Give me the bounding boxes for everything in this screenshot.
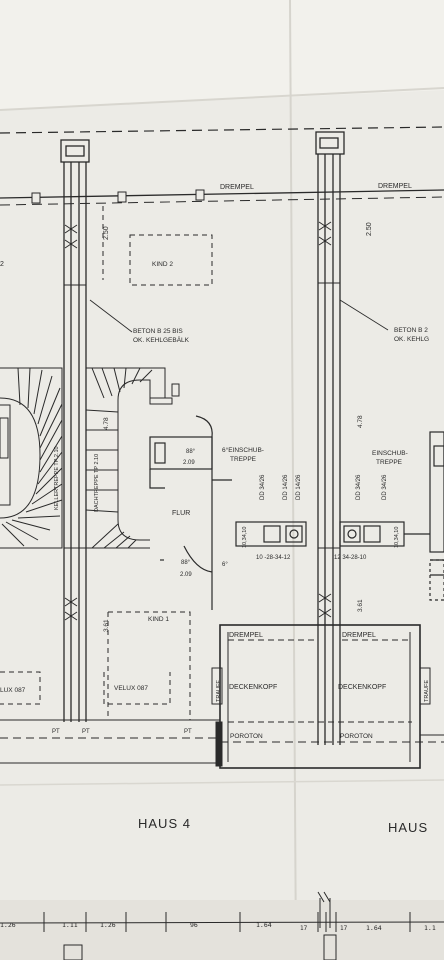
chimney-left — [235, 521, 307, 547]
attic-hatch-right — [429, 431, 444, 601]
bottom-dim: 17 — [340, 925, 348, 932]
house-label-4: HAUS 4 — [138, 816, 191, 831]
height-dim: 4.78 — [357, 415, 364, 428]
label-drempel: DREMPEL — [378, 183, 412, 190]
room-label-flur: FLUR — [172, 510, 190, 517]
label-drempel: DREMPEL — [229, 632, 263, 639]
room-label-kind2: KIND 2 — [152, 261, 173, 268]
bottom-dim: 96 — [190, 921, 198, 929]
note-einschub: EINSCHUB- — [372, 450, 408, 457]
step-row: 10 -28-34-12 — [256, 555, 291, 561]
room-kind2-outline — [102, 206, 213, 286]
stair-center — [85, 367, 180, 549]
step-dim: DD 14/26 — [296, 474, 302, 500]
label-drempel: DREMPEL — [220, 184, 254, 191]
note-einschub: TREPPE — [376, 459, 403, 466]
note-beton: OK. KEHLG — [394, 336, 429, 343]
height-dim: 2.50 — [366, 222, 373, 236]
bottom-dim: 1.26 — [100, 921, 116, 929]
note-beton: BETON B 25 BIS — [133, 328, 183, 335]
leader-lines — [89, 299, 389, 333]
step-row: 12 34-28-10 — [334, 555, 367, 561]
room-label-kind1: KIND 1 — [148, 616, 169, 623]
bottom-dim: 1.64 — [366, 924, 382, 932]
wall-ticks — [64, 221, 340, 621]
height-dim: 4.78 — [103, 417, 110, 430]
bottom-dim: 17 — [300, 925, 308, 932]
step-dim: DD 14/26 — [283, 474, 289, 500]
step-dim: DD 34/26 — [356, 474, 362, 500]
bottom-dim: 1.11 — [62, 921, 78, 929]
note-beton: OK. KEHLGEBÄLK — [133, 336, 190, 344]
label-pt: PT — [52, 729, 60, 735]
label-drempel: DREMPEL — [342, 632, 376, 639]
bottom-dim: 1.26 — [0, 921, 16, 929]
small-dim: 10,34,10 — [394, 527, 400, 548]
height-dim: 2.50 — [103, 226, 110, 240]
stair-note: KELLERTREPPE TP 2.10 — [54, 446, 60, 510]
label-pt: PT — [82, 729, 90, 735]
window-label: VELUX 087 — [114, 685, 148, 692]
window-label: LUX 087 — [0, 687, 26, 694]
label-digit: 2 — [0, 261, 4, 268]
label-poroton: POROTON — [340, 733, 373, 740]
dimension-line-bottom — [0, 891, 444, 960]
party-wall-left — [60, 139, 90, 722]
label-traufe: TRAUFE — [216, 680, 222, 702]
door-angle: 88° — [181, 560, 191, 566]
angle-label: 6° — [222, 562, 228, 568]
eaves-lines — [0, 719, 444, 767]
bottom-dim: 1.1 — [424, 924, 436, 932]
note-beton: BETON B 2 — [394, 327, 428, 334]
room-kind1-outline — [0, 611, 191, 720]
label-pt: PT — [184, 729, 192, 735]
label-deckenkopf: DECKENKOPF — [229, 684, 277, 691]
height-dim: 3.61 — [357, 599, 364, 612]
small-dim: 10,34,10 — [242, 527, 248, 548]
lower-gable-box — [211, 624, 431, 769]
door-dim: 2.09 — [180, 572, 192, 578]
door-dim: 2.09 — [183, 460, 195, 466]
label-poroton: POROTON — [230, 733, 263, 740]
height-dim: 3.61 — [103, 619, 110, 632]
stair-note: DACHTREPPE TP 2.10 — [94, 454, 100, 512]
party-wall-right — [315, 131, 345, 745]
step-dim: DD 34/26 — [260, 474, 266, 500]
note-einschub: TREPPE — [230, 456, 257, 463]
door-angle: 88° — [186, 449, 196, 455]
stair-left — [0, 367, 63, 549]
house-label-next: HAUS — [388, 820, 428, 835]
step-dim: DD 34/26 — [382, 474, 388, 500]
bottom-dim: 1.64 — [256, 921, 272, 929]
attic-hatch-left — [149, 415, 232, 610]
plan-labels: DREMPEL DREMPEL DREMPEL DREMPEL 2 2.50 2… — [0, 183, 436, 932]
note-einschub: 6°EINSCHUB- — [222, 446, 264, 454]
label-deckenkopf: DECKENKOPF — [338, 684, 386, 691]
chimney-right — [339, 521, 430, 547]
label-traufe: TRAUFE — [424, 680, 430, 702]
roof-outline — [0, 126, 444, 206]
